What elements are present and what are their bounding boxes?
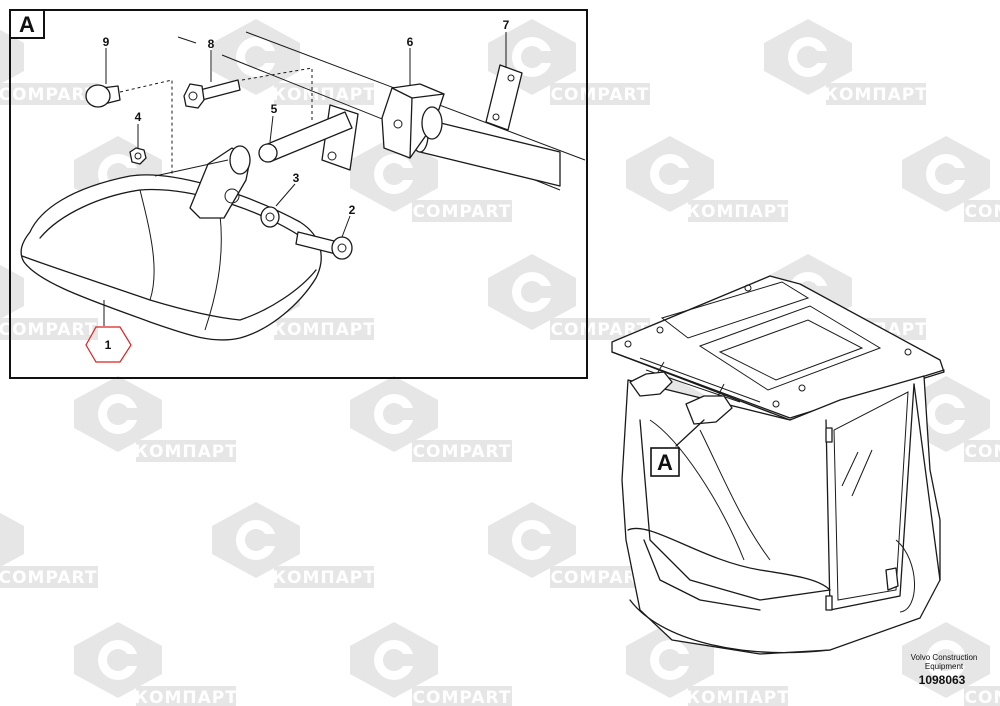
watermark-band <box>412 440 512 462</box>
bracket-plate-7 <box>485 64 523 131</box>
detail-frame: A <box>9 9 588 379</box>
watermark-tile: КОМПАРТ <box>212 19 376 105</box>
watermark-tile: COMPART <box>350 136 512 222</box>
callout-4: 4 <box>135 110 142 124</box>
watermark-text: COMPART <box>413 442 512 462</box>
watermark-band <box>964 200 1000 222</box>
watermark-band <box>826 83 926 105</box>
callout-leaders <box>103 32 507 326</box>
watermark-text: КОМПАРТ <box>686 688 790 706</box>
detail-flag-label: A <box>19 12 35 37</box>
overview-flag-label: A <box>657 450 673 475</box>
watermark-tile: COMPART <box>350 622 512 706</box>
washer-3 <box>260 206 280 228</box>
watermark-text: КОМПАРТ <box>134 442 238 462</box>
watermark-text: COMPART <box>0 85 97 105</box>
watermark-tile: COMPART <box>488 502 650 588</box>
watermark-tile: COMPART <box>0 19 98 105</box>
watermark-band <box>136 686 236 706</box>
watermark-band <box>0 83 98 105</box>
watermark-text: COMPART <box>551 85 650 105</box>
mirror-1 <box>20 174 322 341</box>
watermark-tile: КОМПАРТ <box>626 136 790 222</box>
watermark-text: КОМПАРТ <box>272 320 376 340</box>
cab-mirrors <box>629 361 733 425</box>
watermark-tile: COMPART <box>902 376 1000 462</box>
maker-line-1: Volvo Construction <box>911 653 978 662</box>
callout-1-hexagon <box>85 326 132 363</box>
watermark-tile: COMPART <box>488 19 650 105</box>
drawing-number: 1098063 <box>919 673 966 687</box>
watermark-text: COMPART <box>413 202 512 222</box>
nut-4 <box>129 147 147 165</box>
watermark-tile: COMPART <box>350 376 512 462</box>
watermark-band <box>550 83 650 105</box>
pin-5 <box>258 111 353 163</box>
watermark-text: COMPART <box>413 688 512 706</box>
watermark-tile: КОМПАРТ <box>212 254 376 340</box>
watermark-tile: COMPART <box>902 622 1000 706</box>
watermark-tile: COMPART <box>488 254 650 340</box>
watermark-tile: КОМПАРТ <box>626 622 790 706</box>
watermark-tile: COMPART <box>902 136 1000 222</box>
watermark-text: COMPART <box>551 568 650 588</box>
watermark-band <box>550 566 650 588</box>
watermark-tile: COMPART <box>0 254 98 340</box>
watermark-text: COMPART <box>0 320 97 340</box>
bolt-8 <box>183 79 241 109</box>
guide-dashes <box>119 67 313 180</box>
cap-9 <box>85 84 121 108</box>
screw-2 <box>295 231 353 260</box>
maker-line-2: Equipment <box>925 662 964 671</box>
callout-3: 3 <box>293 171 300 185</box>
watermark-tile: КОМПАРТ <box>764 19 928 105</box>
watermark-band <box>550 318 650 340</box>
watermark-band <box>0 566 98 588</box>
watermark-band <box>964 440 1000 462</box>
watermark-band <box>964 686 1000 706</box>
watermark-text: COMPART <box>551 320 650 340</box>
callout-1: 1 <box>105 338 112 352</box>
watermark-text: COMPART <box>965 688 1000 706</box>
footer: Volvo Construction Equipment 1098063 <box>911 653 978 687</box>
mirror-hinge <box>154 145 251 219</box>
watermark-text: COMPART <box>965 442 1000 462</box>
cab-overview <box>611 275 945 655</box>
overview-flag: A <box>650 419 705 477</box>
watermark-tile: COMPART <box>0 502 98 588</box>
watermark-tile: КОМПАРТ <box>74 376 238 462</box>
callout-7: 7 <box>503 18 510 32</box>
watermark-text: КОМПАРТ <box>824 85 928 105</box>
callout-8: 8 <box>208 37 215 51</box>
watermark-text: КОМПАРТ <box>134 688 238 706</box>
watermark-band <box>0 318 98 340</box>
callout-labels: 9 8 6 7 5 4 3 2 1 <box>85 18 510 363</box>
callout-5: 5 <box>271 102 278 116</box>
watermark-band <box>274 83 374 105</box>
watermark-band <box>688 686 788 706</box>
clamp-block-6 <box>381 83 445 159</box>
watermark-band <box>412 686 512 706</box>
watermark-band <box>688 200 788 222</box>
watermark-tile: КОМПАРТ <box>74 622 238 706</box>
watermark-band <box>274 566 374 588</box>
watermark-tile: КОМПАРТ <box>212 502 376 588</box>
callout-6: 6 <box>407 35 414 49</box>
watermark-text: КОМПАРТ <box>686 202 790 222</box>
callout-2: 2 <box>349 203 356 217</box>
callout-9: 9 <box>103 35 110 49</box>
watermark-text: КОМПАРТ <box>272 568 376 588</box>
watermark-text: COMPART <box>965 202 1000 222</box>
watermark-band <box>274 318 374 340</box>
watermark-text: COMPART <box>0 568 97 588</box>
watermark-band <box>136 440 236 462</box>
watermark-text: КОМПАРТ <box>272 85 376 105</box>
watermark-band <box>412 200 512 222</box>
